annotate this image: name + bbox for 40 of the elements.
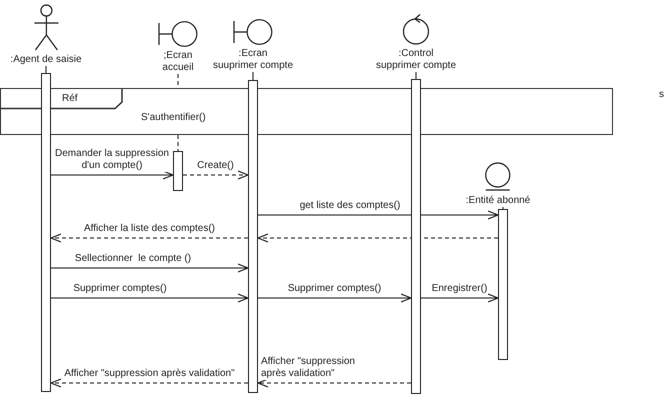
text-fragment: s <box>659 89 664 101</box>
message-arrow <box>420 293 499 303</box>
return-arrow <box>182 170 249 180</box>
operator-tab: Réf <box>1 89 122 109</box>
participant-label: :Control supprimer compte <box>376 48 456 72</box>
return-arrow <box>50 378 248 388</box>
message-arrow <box>258 293 412 303</box>
message-label: Afficher "suppression après validation" <box>260 356 356 380</box>
message-arrow <box>258 210 499 220</box>
activation-bar <box>41 73 51 392</box>
activation-bar <box>498 209 508 360</box>
message-label: Create() <box>196 160 235 172</box>
activation-bar <box>173 151 183 191</box>
participant-label: :Entité abonné <box>466 195 530 207</box>
participant <box>10 4 82 66</box>
participant <box>376 11 456 72</box>
message-arrow <box>50 170 174 180</box>
participant-label: :Ecran suuprimer compte <box>212 48 294 72</box>
activation-bar <box>248 80 258 393</box>
participant-label: ;Ecran accueil <box>162 50 194 74</box>
message-label: Supprimer comptes() <box>286 283 382 295</box>
message-arrow <box>50 263 249 273</box>
activation-bar <box>411 79 421 394</box>
return-arrow <box>257 378 412 388</box>
message-label: Demander la suppression d'un compte() <box>54 148 170 172</box>
message-label: Afficher "suppression après validation" <box>63 368 236 380</box>
participant <box>212 19 294 72</box>
message-label: get liste des comptes() <box>298 200 402 212</box>
return-arrow <box>257 233 498 243</box>
fragment-text: S'authentifier() <box>141 112 206 124</box>
message-label: Sellectionner le compte () <box>74 253 192 265</box>
message-label: Afficher la liste des comptes() <box>83 223 216 235</box>
participant-label: :Agent de saisie <box>10 54 82 66</box>
message-label: Enregistrer() <box>430 283 488 295</box>
return-arrow <box>50 233 248 243</box>
message-arrow <box>50 293 249 303</box>
ref-frame <box>0 88 613 135</box>
lifeline <box>252 72 254 80</box>
lifeline <box>502 206 504 210</box>
message-label: Supprimer comptes() <box>72 283 168 295</box>
